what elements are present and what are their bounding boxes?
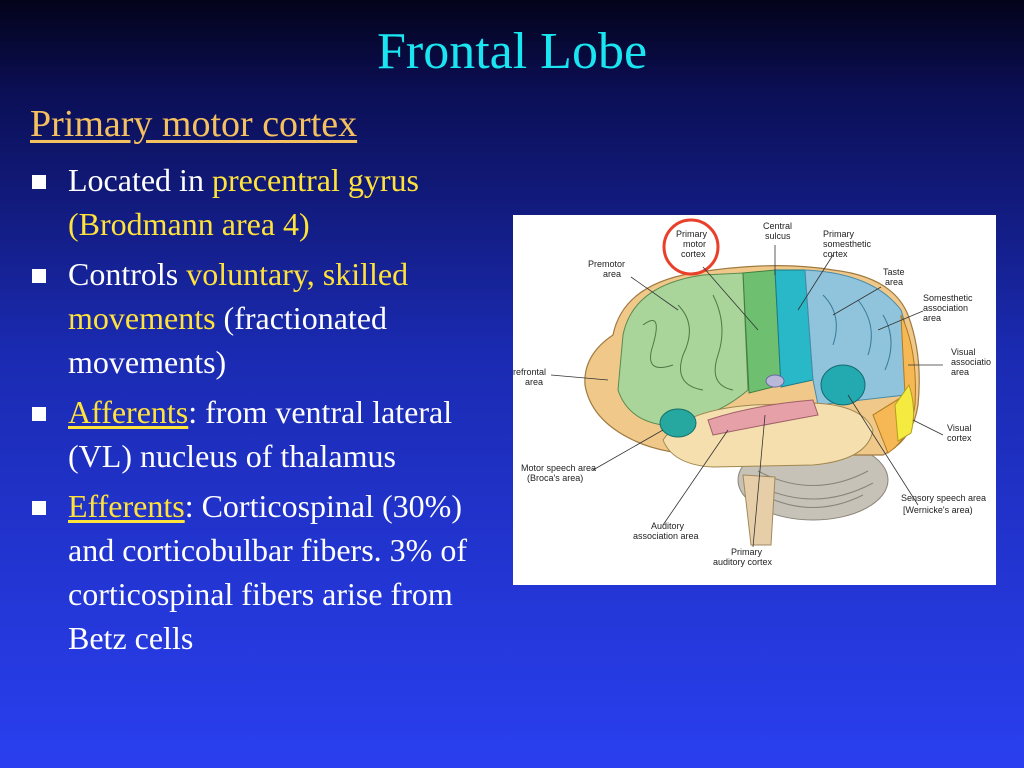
bullet-list: Located in precentral gyrus (Brodmann ar… — [32, 158, 512, 666]
label-sensory-speech: Sensory speech area[Wernicke's area) — [901, 493, 986, 515]
bullet-item: Efferents: Corticospinal (30%) and corti… — [32, 484, 512, 660]
bullet-square-icon — [32, 175, 46, 189]
bullet-item: Controls voluntary, skilled movements (f… — [32, 252, 512, 384]
bullet-square-icon — [32, 501, 46, 515]
visual-cortex-region — [894, 383, 915, 442]
premotor-area-region — [617, 272, 749, 426]
bullet-square-icon — [32, 269, 46, 283]
slide-title: Frontal Lobe — [376, 23, 648, 80]
taste-area-region — [765, 374, 785, 388]
highlight-circle — [662, 218, 720, 276]
broca-area-region — [659, 408, 697, 438]
parietal-gyri-lines — [822, 294, 892, 371]
bullet-item: Located in precentral gyrus (Brodmann ar… — [32, 158, 512, 246]
bullet-text: Efferents: Corticospinal (30%) and corti… — [68, 488, 467, 656]
gyri-lines — [642, 294, 734, 391]
label-motor-speech: Motor speech area(Broca's area) — [521, 463, 596, 483]
leader-lines — [550, 245, 944, 548]
bullet-text: Controls voluntary, skilled movements (f… — [68, 256, 409, 380]
slide-subtitle: Primary motor cortex — [30, 103, 358, 145]
bullet-text: Located in precentral gyrus (Brodmann ar… — [68, 162, 419, 242]
wernicke-area-region — [820, 364, 866, 406]
brainstem-shape — [742, 474, 776, 546]
bullet-item: Afferents: from ventral lateral (VL) nuc… — [32, 390, 512, 478]
bullet-text: Afferents: from ventral lateral (VL) nuc… — [68, 394, 453, 474]
bullet-square-icon — [32, 407, 46, 421]
auditory-region — [707, 399, 819, 436]
